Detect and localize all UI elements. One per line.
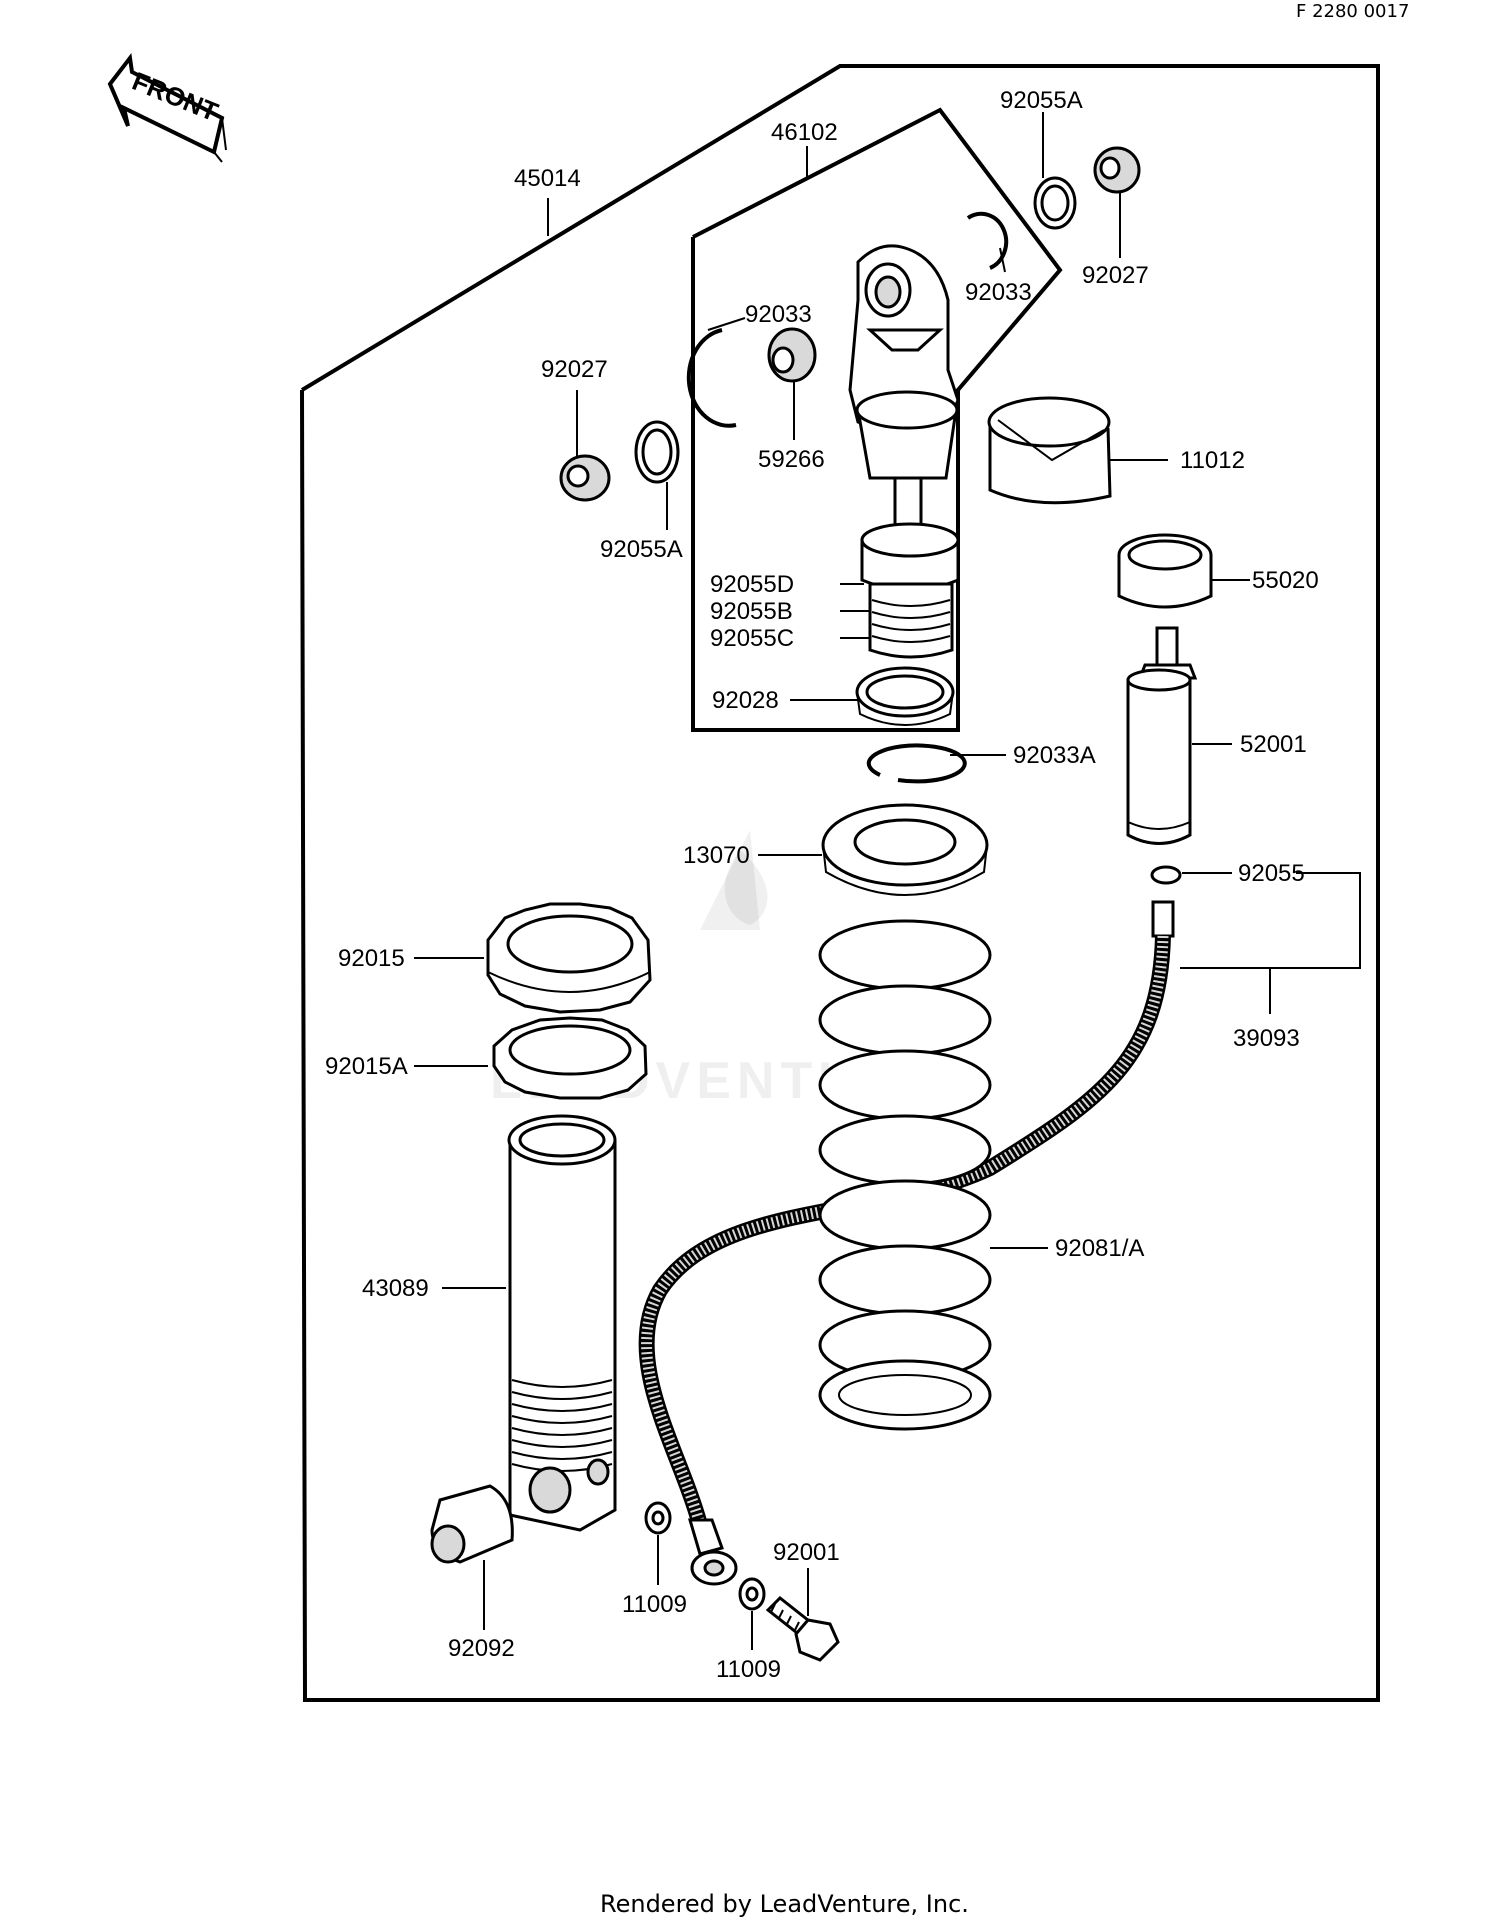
callout-59266: 59266 — [758, 446, 825, 473]
assembly-frame-46102 — [691, 107, 1063, 732]
cap-11012 — [987, 396, 1112, 505]
circlip-92033-right — [966, 211, 1009, 270]
callout-92015: 92015 — [338, 945, 405, 972]
callout-92028: 92028 — [712, 687, 779, 714]
circlip-92033A — [866, 743, 967, 784]
bushing-59266-hole — [771, 346, 795, 374]
lock-nut-92015 — [486, 902, 652, 1014]
callout-92027-right: 92027 — [1082, 262, 1149, 289]
callout-92092: 92092 — [448, 1635, 515, 1662]
callout-92033-left: 92033 — [745, 301, 812, 328]
callout-13070: 13070 — [683, 842, 750, 869]
o-ring-92055A-left-inner — [641, 428, 673, 476]
callout-11012: 11012 — [1180, 447, 1245, 474]
callout-46102: 46102 — [771, 119, 838, 146]
callout-11009-b: 11009 — [716, 1656, 781, 1683]
callout-92055D: 92055D — [710, 571, 794, 598]
front-arrow-icon: FRONT — [107, 53, 227, 163]
callout-92055: 92055 — [1238, 860, 1305, 887]
callout-92033A: 92033A — [1013, 742, 1096, 769]
spring-seat-13070 — [821, 803, 989, 896]
collar-92027-right-hole — [1099, 156, 1121, 180]
callout-92055A-left: 92055A — [600, 536, 683, 563]
washer-92055 — [1150, 865, 1182, 885]
circlip-92033-left — [686, 328, 737, 428]
leader-92033-left — [707, 317, 746, 331]
nut-92015A — [492, 1016, 648, 1100]
callout-45014: 45014 — [514, 165, 581, 192]
bushing-92092 — [430, 1484, 514, 1564]
callout-55020: 55020 — [1252, 567, 1319, 594]
callout-92015A: 92015A — [325, 1053, 408, 1080]
collar-92027-left-hole — [566, 464, 590, 488]
callout-52001: 52001 — [1240, 731, 1307, 758]
leader-92033-right — [999, 247, 1006, 273]
washer-11009-a-hole — [651, 1510, 665, 1526]
callout-11009-a: 11009 — [622, 1591, 687, 1618]
callout-92001: 92001 — [773, 1539, 840, 1566]
footer-credit: Rendered by LeadVenture, Inc. — [600, 1890, 969, 1918]
banjo-bolt-92001 — [765, 1595, 840, 1662]
shock-body-43089 — [507, 1114, 617, 1532]
callout-92081A: 92081/A — [1055, 1235, 1144, 1262]
cap-55020 — [1117, 533, 1213, 609]
assembly-frame-45014 — [300, 64, 1380, 1702]
callout-92033-right: 92033 — [965, 279, 1032, 306]
callout-92055B: 92055B — [710, 598, 793, 625]
damper-rod-assembly — [848, 244, 960, 659]
o-ring-92055A-top-inner — [1040, 184, 1070, 222]
callout-43089: 43089 — [362, 1275, 429, 1302]
callout-39093: 39093 — [1233, 1025, 1300, 1052]
reservoir-52001 — [1126, 626, 1198, 845]
figure-code: F 2280 0017 — [1296, 1, 1409, 22]
coil-spring-92081A — [818, 919, 992, 1431]
callout-92055C: 92055C — [710, 625, 794, 652]
callout-92055A-top: 92055A — [1000, 87, 1083, 114]
leader-bracket-39093 — [1180, 872, 1361, 969]
washer-11009-b-hole — [745, 1586, 759, 1602]
ring-92028 — [855, 666, 955, 726]
callout-92027-left: 92027 — [541, 356, 608, 383]
